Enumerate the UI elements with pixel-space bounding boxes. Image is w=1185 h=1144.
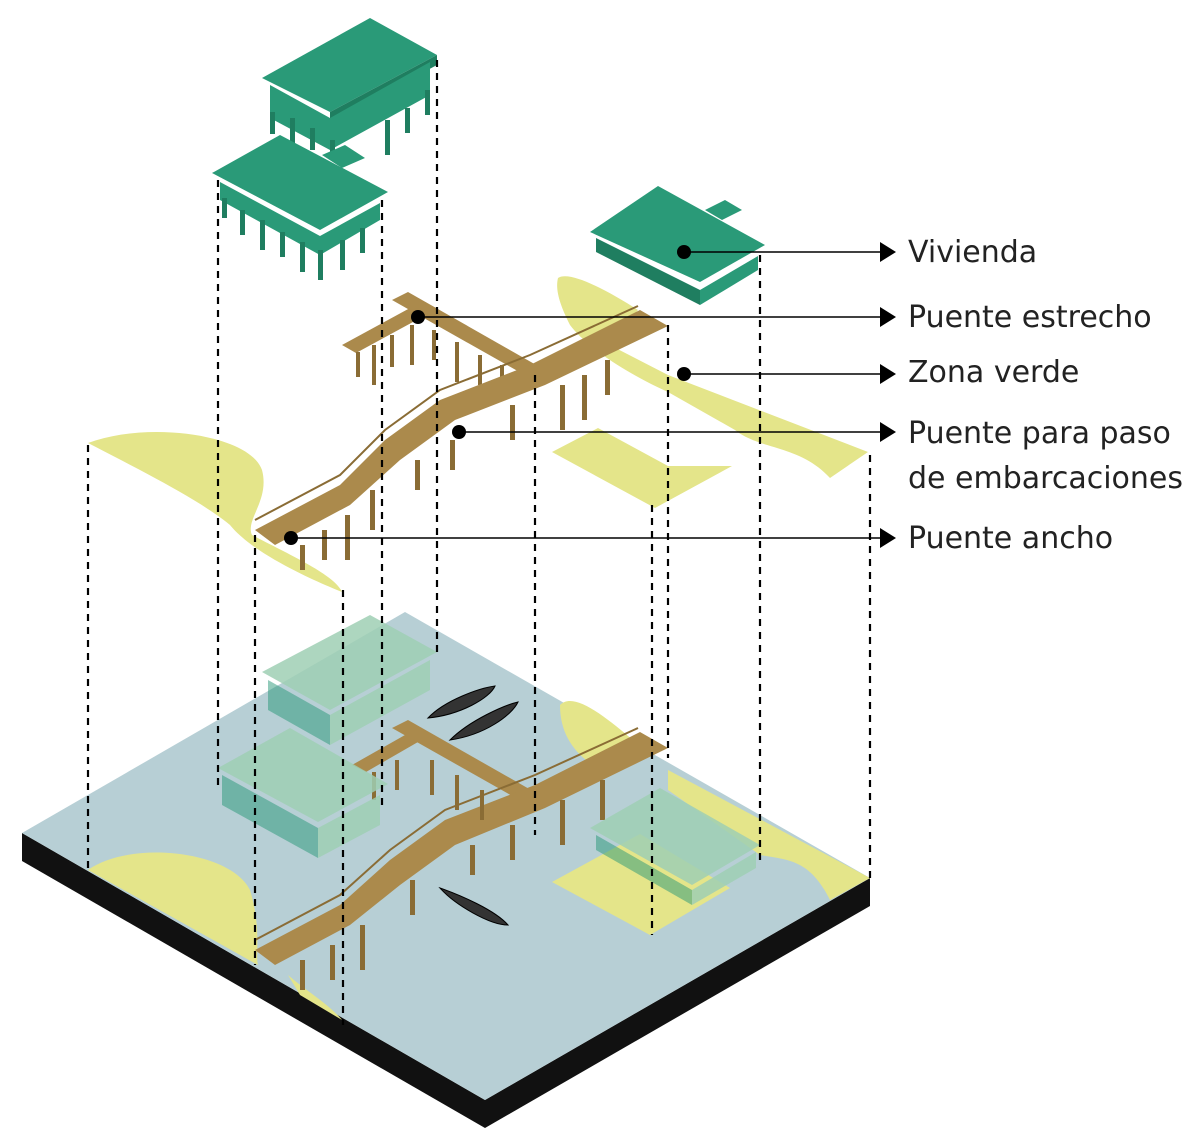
callout-vivienda: Vivienda: [677, 235, 1037, 270]
mid-narrow-bridge-deck: [392, 292, 545, 378]
mid-main-bridge-deck: [255, 310, 668, 545]
label-zona-verde: Zona verde: [908, 355, 1079, 390]
base-narrow-bridge-deck: [392, 720, 545, 806]
label-puente-paso-line2: de embarcaciones: [908, 461, 1183, 496]
callout-puente-paso: Puente para paso de embarcaciones: [452, 416, 1183, 496]
base-bridge-pillars: [300, 760, 605, 990]
boat-icon: [448, 701, 519, 741]
house-top-3-annex: [705, 200, 742, 220]
arrow-right-icon: [880, 307, 896, 327]
base-house-right-wall-left: [596, 835, 692, 905]
house-top-2-roof: [212, 135, 388, 230]
mid-bridges: [254, 292, 668, 570]
base-house-lower-wall-left: [222, 775, 318, 858]
base-green-zone-house-pad: [552, 834, 730, 935]
callout-puente-estrecho: Puente estrecho: [411, 300, 1152, 335]
house-top-3-wall-right: [700, 256, 758, 305]
house-top-2-stilts: [222, 198, 365, 280]
mid-green-zones: [88, 276, 868, 592]
house-top-3-roof: [590, 186, 765, 282]
house-top-2-annex: [322, 145, 365, 168]
base-house-upper-wall-right: [330, 660, 430, 745]
mid-green-zone-left: [88, 431, 342, 592]
mid-green-zone-right-top: [557, 276, 868, 478]
base-main-bridge-deck: [255, 732, 668, 965]
arrow-right-icon: [880, 364, 896, 384]
arrow-right-icon: [880, 528, 896, 548]
house-top-1-roof: [262, 18, 437, 112]
top-houses: [212, 18, 765, 305]
callout-zona-verde: Zona verde: [677, 355, 1079, 390]
house-top-1-stilts: [270, 90, 430, 160]
base-side-left: [22, 833, 485, 1128]
base-house-lower-roof: [218, 728, 388, 822]
label-puente-estrecho: Puente estrecho: [908, 300, 1152, 335]
label-vivienda: Vivienda: [908, 235, 1037, 270]
water-surface: [22, 612, 870, 1100]
house-top-3-wall-left: [596, 238, 700, 305]
boat-icon: [438, 886, 510, 926]
base-houses: [218, 615, 760, 905]
arrow-right-icon: [880, 242, 896, 262]
mid-main-bridge-railing: [254, 305, 639, 521]
base-main-bridge-railing: [254, 727, 639, 941]
boat-icon: [426, 685, 496, 719]
label-puente-paso-line1: Puente para paso: [908, 416, 1171, 451]
projection-lines: [86, 60, 872, 1025]
callout-puente-ancho: Puente ancho: [284, 521, 1113, 556]
base-green-zone-right: [668, 770, 870, 900]
base-platform: [22, 612, 870, 1128]
house-top-3: [590, 186, 765, 305]
base-bridges: [254, 720, 668, 990]
base-narrow-bridge-deck-left: [352, 735, 418, 772]
boats: [426, 685, 519, 926]
mid-green-zone-right-pad: [552, 428, 732, 508]
arrow-right-icon: [880, 422, 896, 442]
base-side-right: [485, 878, 870, 1128]
base-house-upper-roof: [262, 615, 437, 710]
base-house-right-wall-right: [692, 852, 756, 905]
house-top-1: [262, 18, 437, 160]
base-house-lower-wall-right: [318, 795, 380, 858]
house-top-2: [212, 135, 388, 280]
base-house-right-roof: [590, 788, 760, 885]
base-house-upper-wall-left: [268, 680, 330, 745]
house-top-2-body: [220, 182, 380, 255]
base-green-zone-left: [88, 852, 258, 965]
label-puente-ancho: Puente ancho: [908, 521, 1113, 556]
